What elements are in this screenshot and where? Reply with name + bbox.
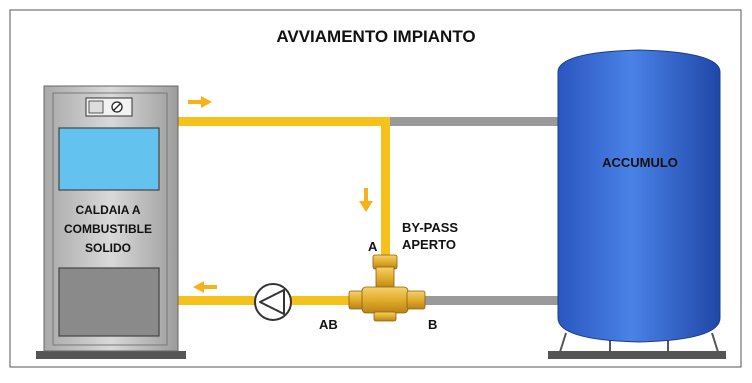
port-label-b: B [428,317,437,332]
port-label-ab: AB [319,317,338,332]
tank-base [548,351,726,359]
boiler-switch-icon [111,101,123,113]
pipe-tank-bottom [425,296,560,305]
arrow-right-icon [188,96,212,108]
boiler: CALDAIA A COMBUSTIBLE SOLIDO [36,85,186,359]
boiler-screen [58,127,160,191]
port-label-a: A [368,239,378,254]
bypass-valve-icon [348,254,426,322]
pipe-tank-top [385,117,560,126]
pipe-boiler-return-left [178,296,258,305]
boiler-label-line2: COMBUSTIBLE [64,222,152,236]
boiler-label-line3: SOLIDO [85,241,131,255]
boiler-label-line1: CALDAIA A [75,203,140,217]
pipe-boiler-return-right [290,296,350,305]
arrow-left-icon [193,281,217,293]
tank-label: ACCUMULO [602,155,678,170]
boiler-ash-door [58,267,160,337]
diagram-title: AVVIAMENTO IMPIANTO [276,27,475,46]
bypass-label-line1: BY-PASS [402,220,458,235]
bypass-label-line2: APERTO [402,237,456,252]
storage-tank: ACCUMULO [548,49,726,359]
arrow-down-icon [359,188,373,212]
boiler-base [36,351,186,359]
tank-body [557,49,721,343]
pipe-boiler-supply [178,117,390,126]
pipe-bypass-vertical [381,117,390,267]
pump-icon [254,283,292,321]
